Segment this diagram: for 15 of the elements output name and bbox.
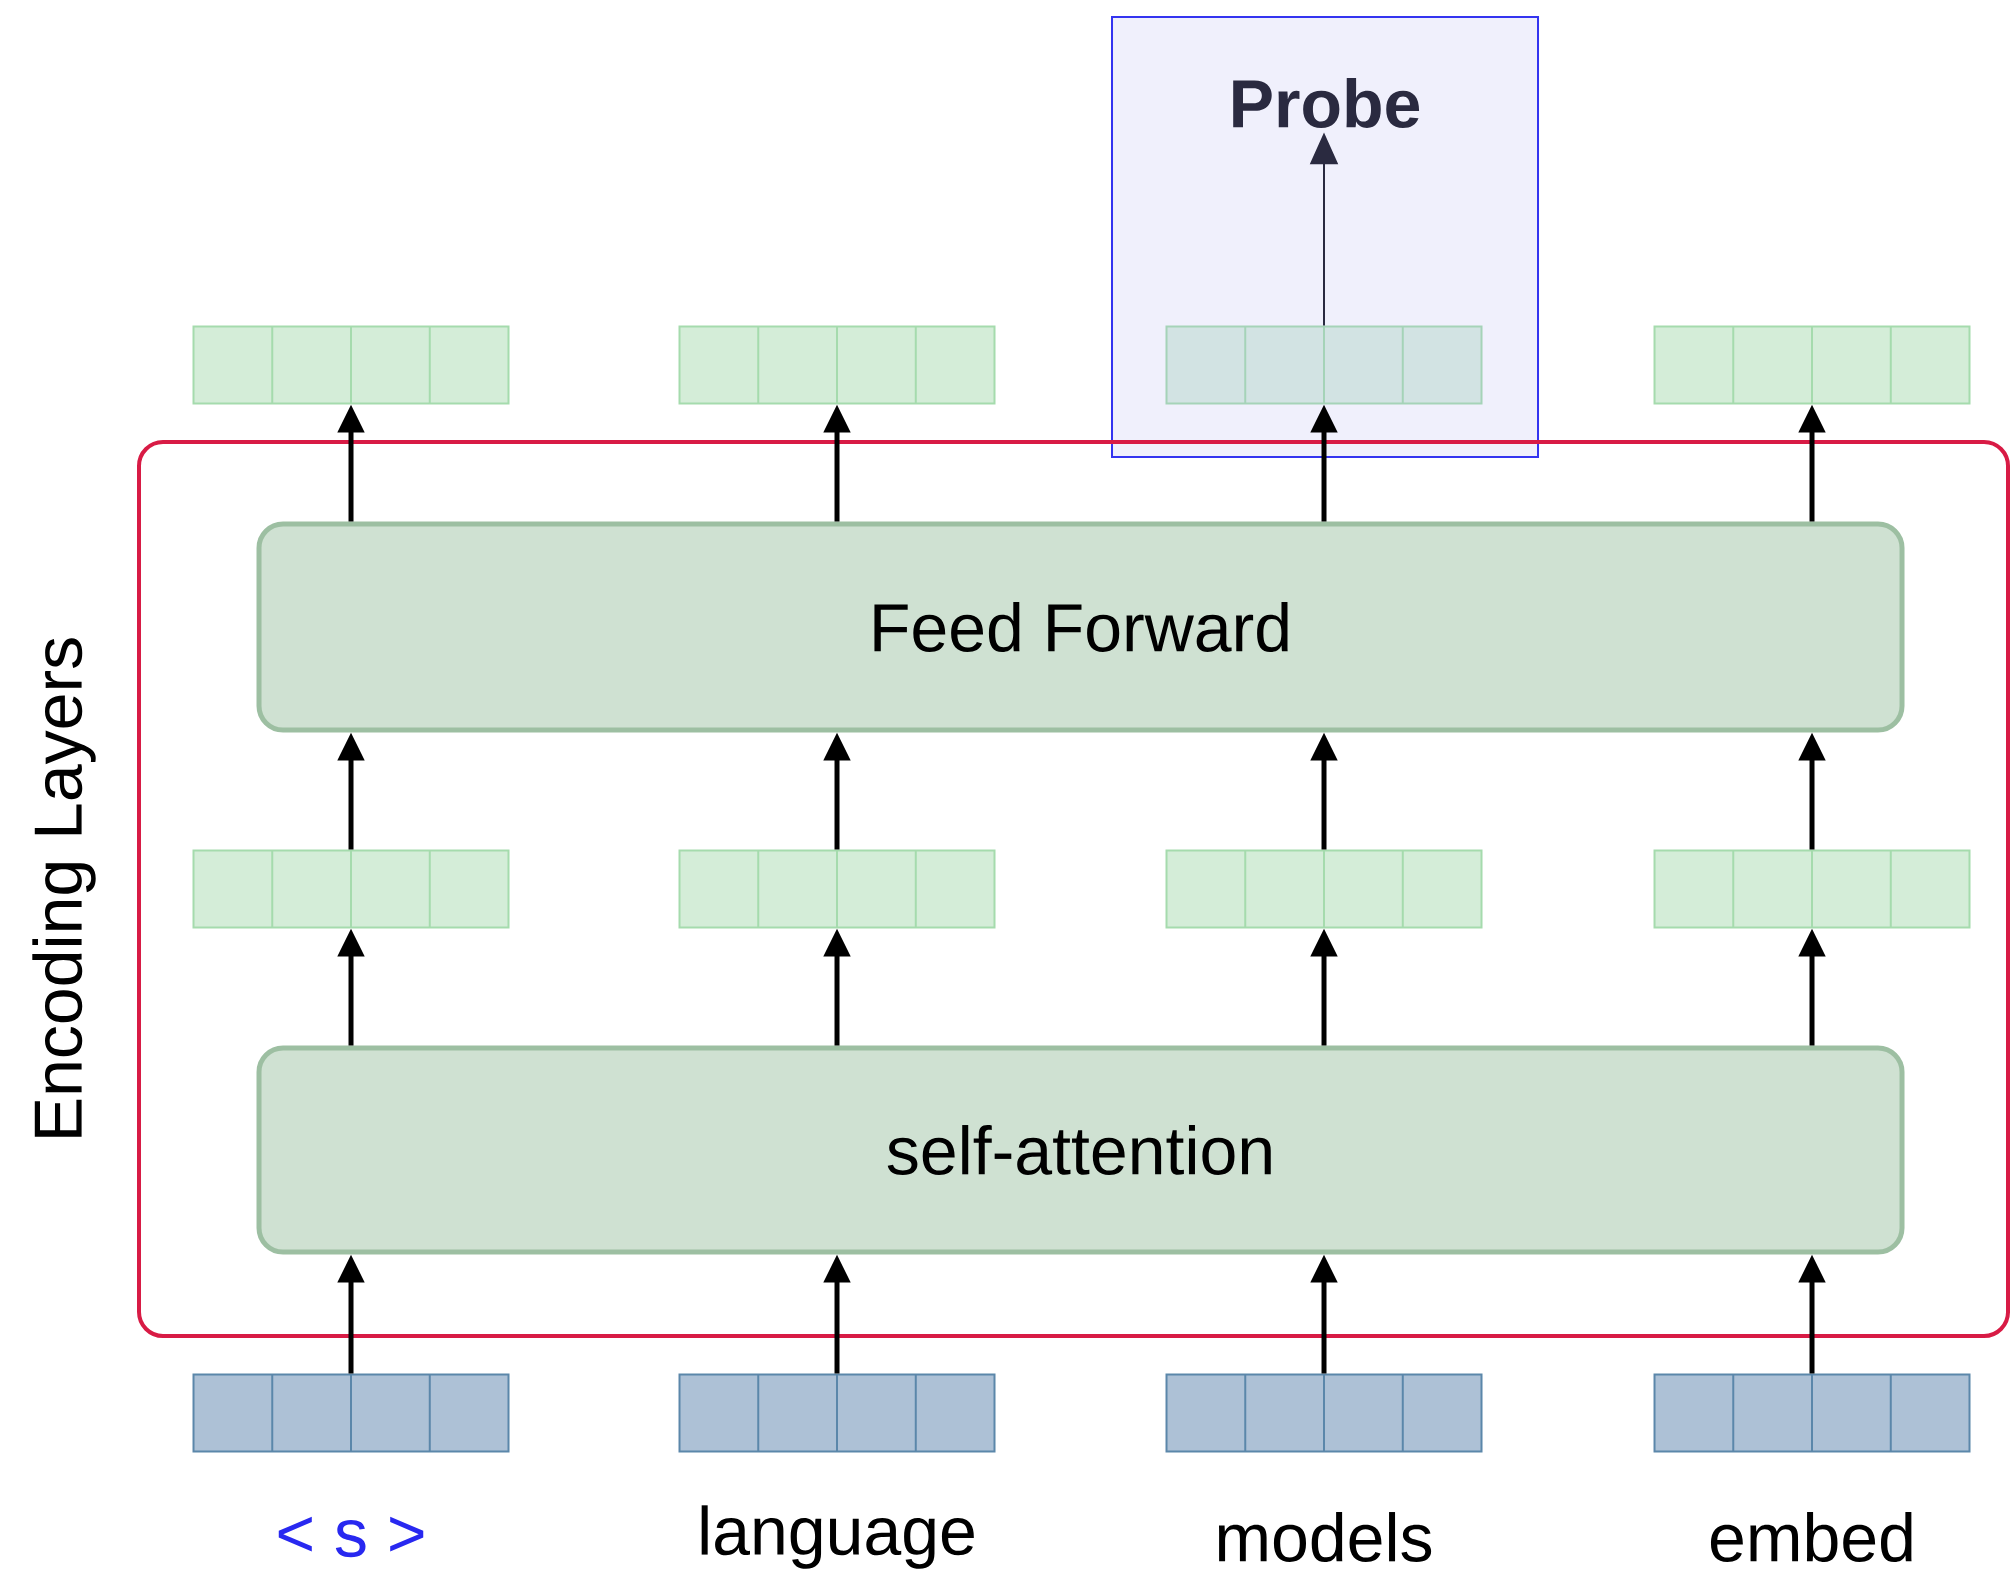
- node-label: Encoding Layers: [32, 638, 96, 1137]
- vector-cells: [192, 849, 510, 929]
- vector-cells: [678, 325, 996, 405]
- layer-box: self-attention: [256, 1045, 1905, 1255]
- vector-cells: [1165, 325, 1483, 405]
- vector-cells: [192, 325, 510, 405]
- token-label: models: [1218, 1512, 1432, 1562]
- token-label: embed: [1710, 1512, 1912, 1562]
- vector-cells: [678, 849, 996, 929]
- vector-cells: [1653, 325, 1971, 405]
- token-label: language: [701, 1505, 974, 1569]
- token-label: < s >: [278, 1516, 424, 1558]
- vector-cells: [1165, 849, 1483, 929]
- layer-box: Feed Forward: [256, 521, 1905, 733]
- vector-cells: [1653, 849, 1971, 929]
